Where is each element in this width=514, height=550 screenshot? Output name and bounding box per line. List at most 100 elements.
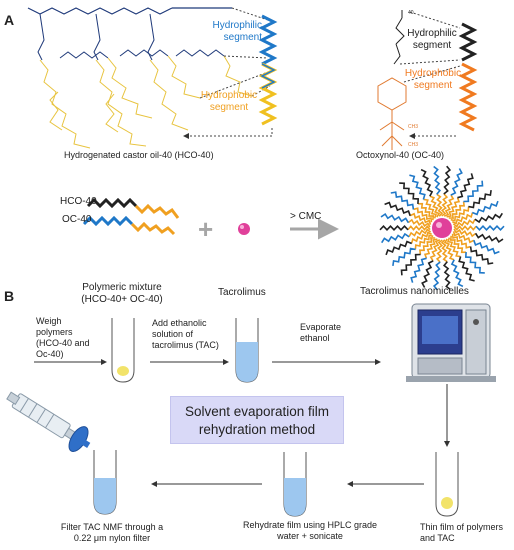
micelle	[379, 165, 505, 291]
micelle-strand	[443, 194, 455, 217]
micelle-strand	[429, 239, 441, 262]
filter-step: Filter TAC NMF through a 0.22 μm nylon f…	[60, 522, 164, 543]
micelle-strand	[464, 252, 485, 274]
tube-tacrolimus	[235, 318, 259, 383]
micelle-strand	[474, 212, 503, 224]
micelle-strand	[451, 233, 471, 249]
oc40-hydrophilic-label: Hydrophilic segment	[407, 28, 457, 51]
micelle-strand	[452, 231, 475, 244]
micelle-strand	[410, 257, 427, 283]
hco40-name: Hydrogenated castor oil-40 (HCO-40)	[64, 150, 214, 160]
micelle-strand	[472, 200, 499, 216]
oc40-methyl-label: CH3	[408, 142, 418, 148]
micelle-strand	[407, 218, 431, 228]
weigh-polymers-step: Weigh polymers (HCO-40 and Oc-40)	[36, 316, 90, 359]
micelle-strand	[450, 206, 470, 222]
oc40-hydrophobic-label: Hydrophobic segment	[404, 68, 462, 91]
micelle-strand	[384, 201, 411, 217]
micelle-strand	[463, 180, 484, 203]
micelle-strand	[443, 165, 452, 195]
cmc-label: > CMC	[290, 211, 322, 222]
micelle-strand	[429, 195, 441, 218]
micelle-strand	[458, 256, 475, 282]
tacrolimus-sphere	[238, 223, 250, 235]
oc40-strand	[82, 215, 176, 236]
micelle-strand	[450, 259, 464, 288]
oc40-name: Octoxynol-40 (OC-40)	[356, 150, 445, 160]
micelle-strand	[390, 191, 415, 210]
micelle-strand	[423, 238, 438, 259]
panel-b-label: B	[4, 288, 15, 304]
hco40-segment-strand	[258, 14, 278, 126]
scheme-oc40-label: OC-40	[62, 214, 92, 225]
plus-sign: +	[198, 214, 213, 244]
micelle-strand	[474, 232, 504, 244]
micelle-strand	[423, 198, 438, 219]
rehydrate-step: Rehydrate film using HPLC grade water + …	[242, 520, 378, 541]
oc40-structure	[377, 10, 407, 150]
tube-rehydrated	[283, 452, 307, 517]
tube-polymeric-mixture	[111, 318, 135, 383]
micelle-strand	[446, 237, 461, 258]
oc40-chain-label: 40	[408, 10, 414, 16]
micelle-strand	[380, 212, 410, 224]
micelle-strand	[450, 168, 463, 196]
micelle-strand	[469, 246, 494, 265]
micelle-strand	[418, 237, 436, 255]
rotavap-instrument-icon	[406, 303, 496, 382]
micelle-strand	[468, 189, 492, 209]
micelle-strand	[433, 165, 442, 195]
micelle-strand	[432, 261, 441, 291]
micelle-strand	[413, 207, 433, 223]
micelle-strand	[449, 235, 466, 254]
micelle-strand	[414, 234, 434, 250]
tube-filtered	[93, 450, 117, 515]
hco40-hydrophobic-label: Hydrophobic segment	[200, 90, 258, 113]
oc40-methyl-label: CH3	[408, 124, 418, 130]
micelle-strand	[473, 239, 500, 255]
micelle-strand	[409, 174, 426, 200]
micelle-strand	[399, 182, 420, 204]
micelle-strand	[385, 240, 412, 256]
evaporate-ethanol-step: Evaporate ethanol	[300, 322, 342, 343]
micelle-strand	[392, 247, 416, 267]
micelle-strand	[410, 231, 433, 244]
micelle-strand	[400, 253, 421, 276]
micelle-strand	[452, 219, 476, 228]
micelle-strand	[453, 225, 477, 231]
micelle-strand	[446, 197, 461, 218]
micelle-strand	[451, 212, 474, 225]
micelle-strand	[407, 225, 431, 231]
add-ethanolic-step: Add ethanolic solution of tacrolimus (TA…	[152, 318, 219, 350]
oc40-segment-strand	[458, 22, 478, 132]
micelle-strand	[448, 201, 466, 219]
micelle-strand	[408, 228, 432, 237]
micelle-strand	[453, 228, 477, 238]
syringe-filter-icon	[6, 391, 91, 453]
micelle-strand	[381, 232, 410, 244]
hco40-connectors	[183, 7, 273, 139]
micelle-strand	[443, 238, 455, 261]
micelle-strand	[475, 225, 505, 231]
micelle-strand	[418, 202, 435, 221]
method-title: Solvent evaporation film rehydration met…	[170, 396, 344, 444]
oc40-connectors	[399, 11, 461, 139]
micelle-strand	[440, 239, 448, 263]
micelle-core-highlight	[436, 222, 442, 228]
panel-a-label: A	[4, 12, 15, 28]
micelle-strand	[457, 173, 474, 199]
micelle-strand	[409, 212, 432, 225]
tube-thin-film	[435, 452, 459, 517]
hco40-structure	[27, 7, 253, 149]
micelle-core	[432, 218, 452, 238]
tacrolimus-label: Tacrolimus	[218, 287, 266, 298]
polymeric-mixture-label: Polymeric mixture (HCO-40+ OC-40)	[81, 282, 163, 305]
micelle-strand	[435, 239, 444, 263]
scheme-hco40-label: HCO-40	[60, 196, 97, 207]
micelle-strand	[379, 225, 409, 231]
micelle-strand	[420, 168, 434, 197]
hco40-hydrophilic-label: Hydrophilic segment	[212, 20, 262, 43]
micelle-strand	[436, 193, 444, 217]
micelle-strand	[440, 193, 449, 217]
